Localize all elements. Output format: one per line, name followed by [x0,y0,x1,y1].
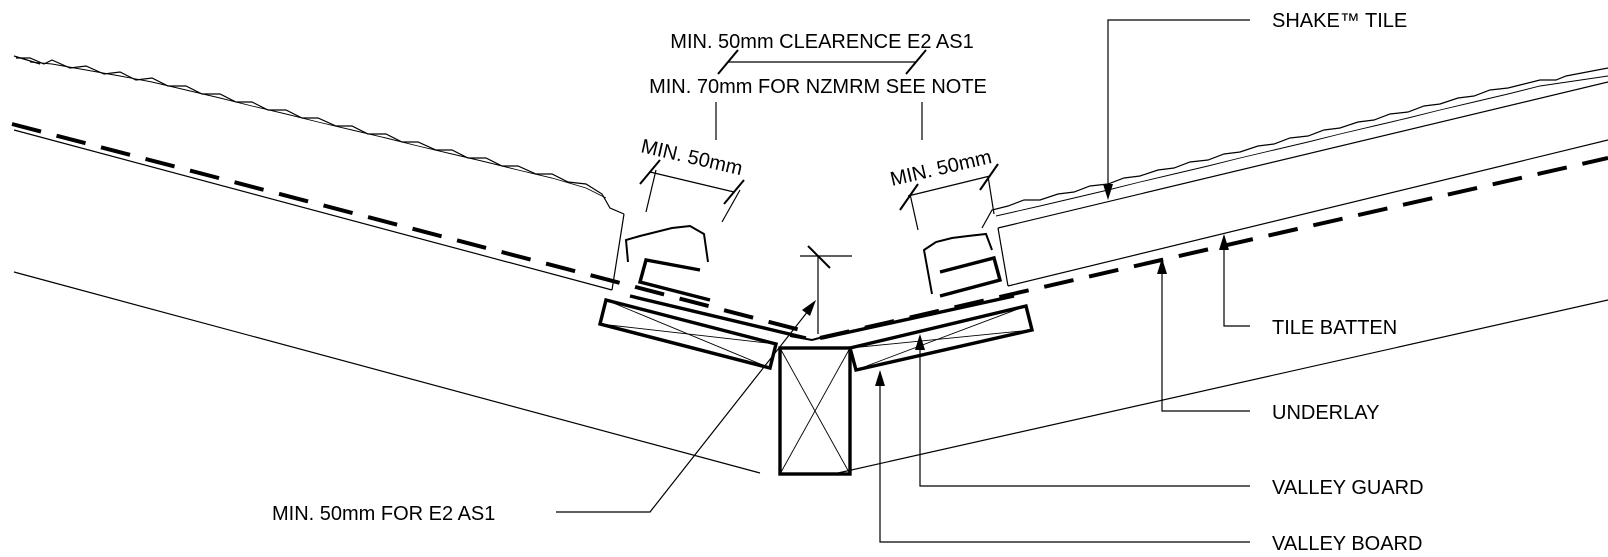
underlay-leader [1161,260,1250,412]
right-valley-parts [821,232,1035,373]
right-min50-ext-1 [909,193,919,231]
right-min50-tick-2 [979,163,999,191]
tile-batten-label: TILE BATTEN [1272,317,1397,339]
left-min50-ext-1 [645,169,657,213]
left-tile-profile-back [29,61,607,199]
tile-batten-callout: TILE BATTEN [1219,234,1397,339]
valley-rafter-box [778,346,852,476]
valley-gutter-line [789,333,835,342]
right-tile-clip [939,255,1003,298]
min50-e2-arrow [802,300,816,316]
right-rafter-top [837,299,1608,474]
right-min50-tick-1 [899,183,919,211]
left-tile-underside [13,129,613,291]
tile-batten-leader [1223,236,1250,327]
left-min50-ext-2 [721,189,741,223]
shake-tile-arrow [1103,184,1113,200]
shake-tile-callout: SHAKE™ TILE [1103,10,1407,200]
valley-rafter [778,333,852,476]
left-valley-parts [597,224,807,371]
underlay-label: UNDERLAY [1272,402,1379,424]
right-tile-underside [1007,139,1608,287]
valley-rafter-cross-2 [779,347,851,475]
min50-e2-callout: MIN. 50mm FOR E2 AS1 [272,300,816,525]
right-min50-line [907,175,991,197]
shake-tile-leader [1107,19,1250,194]
underlay-arrow [1157,258,1167,274]
centre-mark-tick [807,245,831,269]
centre-dimension-mark [800,245,852,334]
clearance-e2-label: MIN. 50mm CLEARENCE E2 AS1 [670,31,973,53]
clearance-tick-right [905,49,927,75]
valley-board-arrow [875,370,885,386]
min50-e2-leader [556,305,813,513]
left-min50-tick-2 [723,179,745,205]
valley-guard-callout: VALLEY GUARD [915,334,1424,499]
valley-guard-label: VALLEY GUARD [1272,477,1424,499]
left-tile-clip [637,258,711,302]
right-board-diagonal-2 [855,305,1027,371]
valley-board-callout: VALLEY BOARD [875,370,1422,555]
left-tile-hook [624,224,709,263]
tile-batten-arrow [1219,234,1229,250]
right-tile-hook [922,232,993,295]
shake-tile-label: SHAKE™ TILE [1272,10,1407,32]
right-tile-end [997,227,1009,287]
left-valley-guard [629,294,807,340]
valley-board-leader [879,372,1250,543]
left-roof-slope [11,55,801,474]
left-tile-profile [16,57,625,215]
clearance-dimension: MIN. 50mm CLEARENCE E2 AS1 MIN. 70mm FOR… [649,31,987,140]
right-board-diagonal-1 [849,329,1033,349]
right-tile-upper [997,81,1608,229]
right-min50-label: MIN. 50mm [888,146,994,191]
right-valley-guard [821,294,1015,340]
left-rafter-top [13,271,761,474]
right-tile-profile [981,67,1608,229]
right-min50-dimension: MIN. 50mm [888,146,999,231]
right-tile-profile-back [995,75,1608,217]
left-board-diagonal-2 [599,323,777,345]
clearance-tick-left [717,49,739,75]
valley-guard-arrow [915,334,925,350]
left-min50-dimension: MIN. 50mm [639,135,745,223]
right-min50-ext-2 [987,175,995,215]
right-underlay [819,156,1608,340]
valley-board-label: VALLEY BOARD [1272,533,1422,555]
left-eave-line [13,55,41,65]
right-roof-slope [819,67,1608,474]
underlay-callout: UNDERLAY [1157,258,1379,424]
left-min50-tick-1 [639,159,661,185]
valley-guard-leader [919,336,1250,487]
min50-e2-label: MIN. 50mm FOR E2 AS1 [272,503,495,525]
left-min50-line [649,171,735,193]
clearance-nzmrm-label: MIN. 70mm FOR NZMRM SEE NOTE [649,76,987,98]
left-tile-end [611,213,625,291]
